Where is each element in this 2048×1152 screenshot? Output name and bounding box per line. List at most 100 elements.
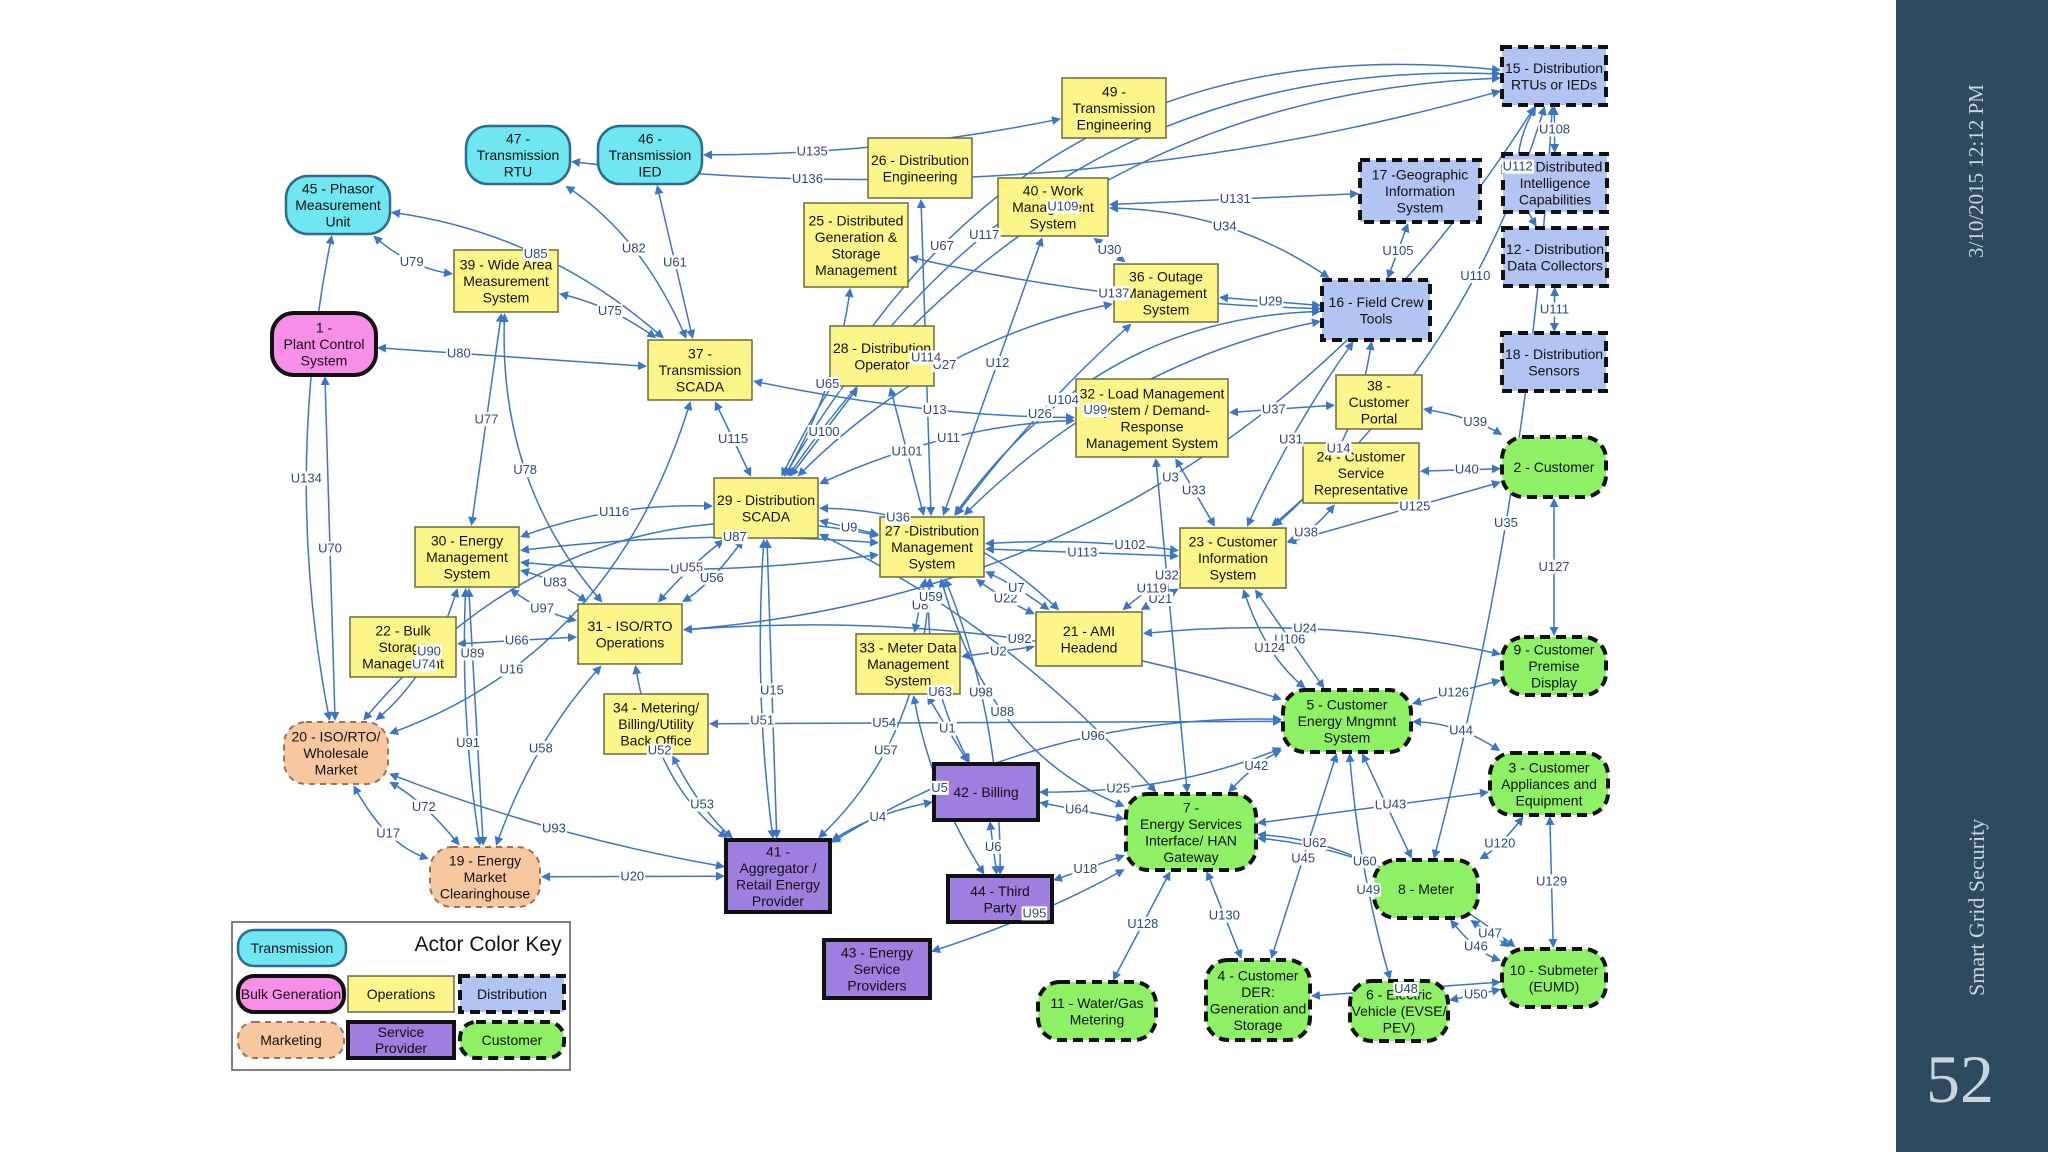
actor-box bbox=[879, 516, 985, 578]
interface-label-bg bbox=[814, 377, 841, 391]
interface-label-bg bbox=[1154, 568, 1180, 583]
interface-label-bg bbox=[411, 657, 437, 672]
actor-label-line: Appliances and bbox=[1501, 776, 1597, 792]
interface-label-bg bbox=[1080, 728, 1106, 743]
interface-label-u95: U95 bbox=[1022, 905, 1046, 920]
interface-label-bg bbox=[1538, 122, 1571, 137]
interface-label-bg bbox=[1448, 723, 1474, 738]
interface-label-bg bbox=[930, 780, 949, 795]
interface-label-u46: U46 bbox=[1464, 939, 1488, 954]
interface-label-u49: U49 bbox=[1356, 882, 1380, 897]
actor-label-line: Energy Mngmnt bbox=[1298, 713, 1397, 729]
interface-label-u45: U45 bbox=[1291, 850, 1315, 865]
actor-label-line: Sensors bbox=[1528, 362, 1579, 378]
interface-label-bg bbox=[1126, 916, 1160, 931]
interface-label-u119: U119 bbox=[1137, 580, 1167, 595]
actor-label-line: 17 -Geographic bbox=[1372, 167, 1469, 183]
interface-label-bg bbox=[662, 255, 688, 270]
interface-label-bg bbox=[909, 350, 943, 365]
interface-label-u25: U25 bbox=[1106, 780, 1130, 795]
interface-label-bg bbox=[1501, 159, 1535, 174]
actor-label-line: Premise bbox=[1528, 658, 1580, 674]
page-number: 52 bbox=[1926, 1041, 1994, 1117]
interface-label-bg bbox=[528, 741, 554, 756]
interface-label-bg bbox=[1453, 462, 1480, 477]
actor-box bbox=[284, 174, 392, 236]
interface-label-bg bbox=[1253, 640, 1287, 655]
actor-label-line: Vehicle (EVSE/ bbox=[1352, 1003, 1447, 1019]
interface-label-bg bbox=[1046, 199, 1080, 214]
actor-box bbox=[855, 633, 961, 695]
interface-label-u67: U67 bbox=[930, 238, 954, 253]
slide-sidebar bbox=[1896, 0, 2048, 1152]
actor-label-line: 30 - Energy bbox=[431, 533, 503, 549]
interface-label-bg bbox=[1218, 192, 1252, 207]
interface-label-u77: U77 bbox=[475, 411, 499, 426]
actor-box bbox=[1335, 374, 1423, 430]
actor-label-line: 4 - Customer bbox=[1218, 967, 1299, 983]
actor-label-line: Engineering bbox=[1077, 117, 1152, 133]
actor-label-line: Representative bbox=[1314, 482, 1408, 498]
actor-label-line: Information bbox=[1198, 550, 1268, 566]
interface-label-u109: U109 bbox=[1047, 199, 1078, 214]
interface-label-bg bbox=[542, 575, 568, 590]
interface-label-u97: U97 bbox=[530, 600, 554, 615]
legend-swatch-marketing bbox=[237, 1021, 345, 1059]
actor-box bbox=[822, 938, 932, 1000]
interface-label-u101: U101 bbox=[891, 444, 922, 459]
interface-connector bbox=[377, 343, 647, 371]
interface-label-bg bbox=[885, 510, 911, 525]
actor-label-line: Measurement bbox=[463, 273, 549, 289]
actor-label-line: 31 - ISO/RTO bbox=[587, 618, 672, 634]
interface-label-u5: U5 bbox=[931, 780, 948, 795]
interface-label-u64: U64 bbox=[1065, 802, 1089, 817]
actor-label-line: Billing/Utility bbox=[618, 716, 693, 732]
interface-label-u116: U116 bbox=[599, 504, 629, 519]
actor-label-line: 45 - Phasor bbox=[302, 181, 375, 197]
interface-connector bbox=[753, 378, 1075, 422]
interface-labels: U2U1U8U9U10U11U12U13U14U15U16U17U18U20U2… bbox=[289, 122, 1571, 1002]
legend-label-operations: Operations bbox=[367, 986, 435, 1002]
actor-label-line: System bbox=[885, 673, 932, 689]
legend-label-service_provider: Service bbox=[378, 1024, 425, 1040]
interface-label-bg bbox=[446, 346, 472, 361]
interface-label-u54: U54 bbox=[872, 715, 896, 730]
interface-label-u24: U24 bbox=[1293, 621, 1317, 636]
actor-label-line: RTU bbox=[504, 164, 533, 180]
interface-label-bg bbox=[1477, 926, 1503, 941]
interface-label-bg bbox=[873, 743, 899, 758]
interface-label-bg bbox=[455, 735, 481, 750]
actor-label-line: System bbox=[301, 353, 348, 369]
interface-label-u88: U88 bbox=[990, 704, 1014, 719]
interface-label-bg bbox=[1135, 581, 1169, 596]
interface-label-bg bbox=[1462, 414, 1489, 429]
actor-node-n8: 8 - Meter bbox=[1372, 858, 1480, 920]
actor-label-line: Management bbox=[426, 549, 508, 565]
actor-label-line: 15 - Distribution bbox=[1505, 60, 1603, 76]
actor-label-line: RTUs or IEDs bbox=[1511, 76, 1597, 92]
actor-label-line: DER: bbox=[1241, 984, 1274, 1000]
interface-label-u62: U62 bbox=[1303, 835, 1327, 850]
actor-label-line: Operator bbox=[854, 356, 910, 372]
actor-label-line: Storage bbox=[1233, 1017, 1282, 1033]
interface-label-u40: U40 bbox=[1455, 462, 1479, 477]
actor-label-line: System bbox=[483, 290, 530, 306]
actor-label-line: Tools bbox=[1360, 310, 1393, 326]
interface-label-u16: U16 bbox=[500, 662, 524, 677]
actor-box bbox=[464, 124, 572, 186]
interface-label-u114: U114 bbox=[911, 350, 941, 365]
interface-label-u115: U115 bbox=[718, 431, 748, 446]
interface-label-u89: U89 bbox=[460, 646, 484, 661]
interface-label-u78: U78 bbox=[513, 462, 537, 477]
interface-label-bg bbox=[749, 713, 775, 728]
actor-label-line: 43 - Energy bbox=[841, 945, 913, 961]
actor-label-line: Retail Energy bbox=[736, 876, 820, 892]
actor-label-line: Display bbox=[1531, 675, 1577, 691]
